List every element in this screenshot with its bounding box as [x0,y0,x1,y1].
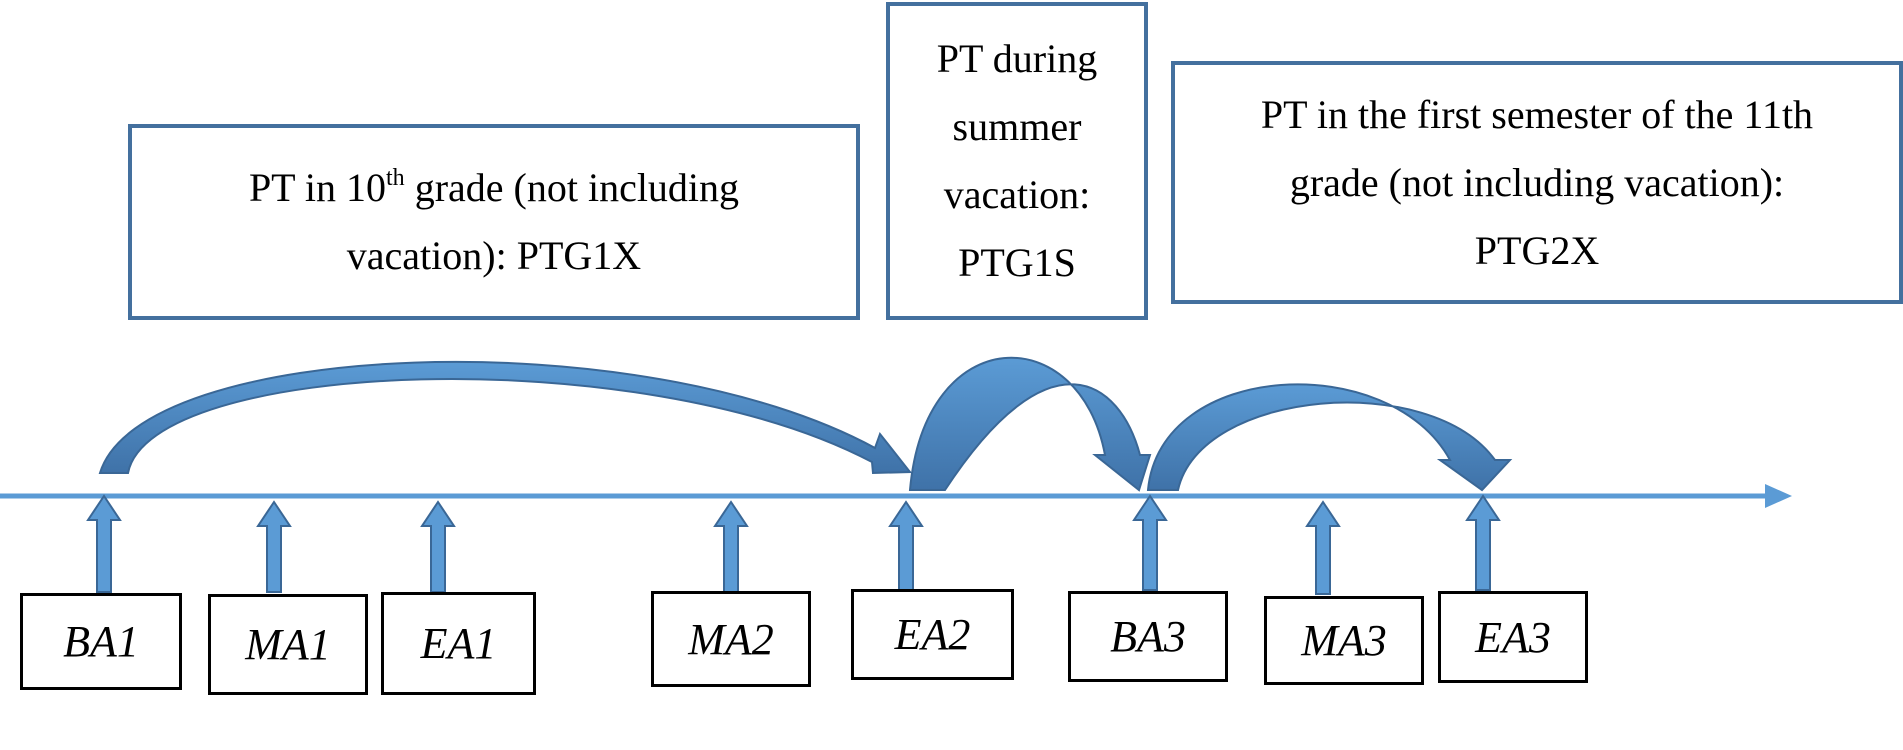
timeline-arrowhead [1765,484,1792,508]
assessment-ea3: EA3 [1438,591,1588,683]
period-11th-line2: grade (not including vacation): [1289,159,1785,205]
period-arrow-10th-grade [98,360,913,475]
period-summer-line4: PTG1S [958,240,1076,285]
up-arrow-ba3 [1132,494,1168,591]
up-arrow-ea3 [1465,494,1501,591]
timeline-axis [0,484,1792,508]
assessment-ma1: MA1 [208,594,368,695]
period-11th-line1: PT in the first semester of the 11th [1260,91,1814,137]
period-summer-line2: summer [952,104,1082,149]
period-arrow-summer [908,356,1152,492]
period-11th-line3: PTG2X [1474,227,1600,273]
period-10th-line2: vacation): PTG1X [346,233,642,278]
assessment-ea2: EA2 [851,589,1014,680]
up-arrow-ma3 [1305,500,1341,595]
up-arrow-ma1 [256,500,292,593]
period-10th-line1: PT in 10th grade (not including [248,165,740,210]
up-arrow-ma2 [713,500,749,593]
assessment-ba3: BA3 [1068,591,1228,682]
assessment-arrows [86,494,1501,595]
up-arrow-ea1 [420,500,456,593]
period-box-summer: PT during summer vacation: PTG1S [886,2,1148,320]
assessment-ea1: EA1 [381,592,536,695]
assessment-ba1: BA1 [20,593,182,690]
assessment-ma2: MA2 [651,591,811,687]
up-arrow-ea2 [888,500,924,591]
period-arrow-11th-grade [1146,383,1513,492]
period-box-11th-grade: PT in the first semester of the 11th gra… [1171,61,1903,304]
period-box-10th-grade: PT in 10th grade (not including vacation… [128,124,860,320]
up-arrow-ba1 [86,494,122,593]
assessment-ma3: MA3 [1264,596,1424,685]
period-summer-line1: PT during [936,36,1098,81]
period-summer-line3: vacation: [943,172,1091,217]
